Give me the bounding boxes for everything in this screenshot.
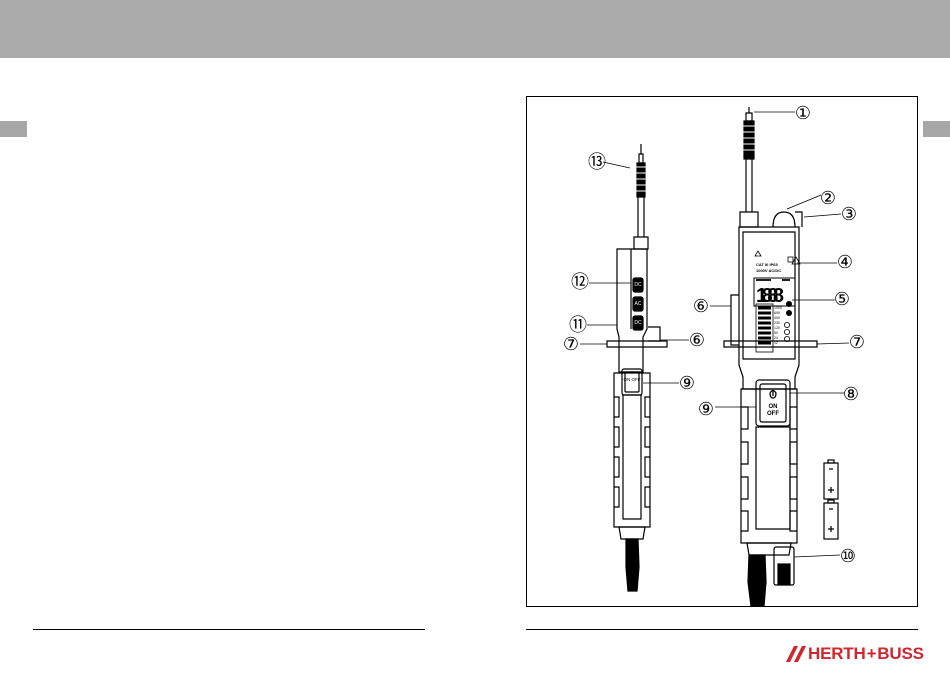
btn-dc-minus-label: DC bbox=[634, 320, 642, 326]
side-view-tester: DC AC DC ON OFF bbox=[607, 144, 667, 591]
callout-8: ⑧ bbox=[843, 384, 859, 404]
front-probe-grip bbox=[743, 121, 755, 159]
side-tab-left bbox=[0, 121, 27, 137]
callout-12: ⑫ bbox=[571, 272, 589, 292]
side-probe-shaft bbox=[638, 197, 644, 237]
battery-cover-plug bbox=[774, 547, 794, 585]
side-neck bbox=[634, 237, 648, 249]
btn-dc-plus-label: DC bbox=[634, 282, 642, 288]
side-probe-grip bbox=[636, 163, 646, 197]
scale-690: 690 bbox=[774, 311, 780, 315]
front-clip bbox=[731, 295, 739, 345]
side-buttons: DC AC DC bbox=[633, 278, 643, 330]
callout-10: ⑩ bbox=[840, 546, 856, 566]
brand-name-part2: BUSS bbox=[877, 644, 923, 663]
btn-ac-label: AC bbox=[635, 301, 642, 307]
callout-6-front: ⑥ bbox=[693, 296, 709, 316]
front-side-probe bbox=[795, 212, 802, 227]
scale-400: 400 bbox=[774, 316, 780, 320]
scale-120: 120 bbox=[774, 326, 780, 330]
cat-rating-text: CAT III IP65 bbox=[756, 262, 778, 267]
led-bar-graph: 1000 690 400 230 120 50 24 12 bbox=[756, 304, 790, 352]
callout-9-front: ⑨ bbox=[698, 399, 714, 419]
side-cable bbox=[626, 539, 639, 591]
side-crossbar bbox=[607, 341, 667, 347]
callout-leaders bbox=[580, 112, 849, 557]
scale-50: 50 bbox=[774, 331, 778, 335]
front-warning-area: CAT III IP65 1000V AC/DC bbox=[755, 251, 800, 273]
front-on-off-button: ON OFF bbox=[756, 380, 790, 426]
voltage-tester-figure: DC AC DC ON OFF bbox=[526, 96, 918, 607]
front-lamp bbox=[773, 212, 795, 227]
side-on-off-label: ON OFF bbox=[624, 377, 641, 382]
brand-mark-icon bbox=[786, 646, 806, 662]
callout-4: ④ bbox=[837, 252, 853, 272]
side-probe-tip bbox=[639, 144, 643, 163]
callout-5: ⑤ bbox=[834, 289, 850, 309]
side-cable-boot bbox=[619, 527, 645, 539]
callout-2: ② bbox=[820, 188, 836, 208]
front-cable-boot bbox=[747, 543, 791, 555]
callout-6-side: ⑥ bbox=[689, 330, 705, 350]
header-bar bbox=[0, 0, 950, 58]
brand-separator: + bbox=[867, 644, 877, 663]
side-clip bbox=[648, 327, 660, 341]
brand-name: HERTH+BUSS bbox=[808, 644, 924, 664]
footer-rule-right bbox=[526, 629, 918, 630]
on-label: ON bbox=[769, 404, 778, 410]
callout-3: ③ bbox=[841, 204, 857, 224]
brand-name-part1: HERTH bbox=[808, 644, 866, 663]
callout-11: ⑪ bbox=[569, 315, 587, 335]
callout-13: ⑬ bbox=[588, 152, 606, 172]
scale-1000: 1000 bbox=[774, 306, 782, 310]
side-tab-right bbox=[923, 121, 950, 137]
callout-9-side: ⑨ bbox=[679, 373, 695, 393]
callout-7-front: ⑦ bbox=[849, 332, 865, 352]
callout-7-side: ⑦ bbox=[563, 334, 579, 354]
front-cable bbox=[748, 555, 766, 606]
front-probe-tip bbox=[746, 107, 752, 121]
off-label: OFF bbox=[767, 411, 779, 417]
batteries bbox=[824, 460, 838, 539]
scale-230: 230 bbox=[774, 321, 780, 325]
voltage-rating-text: 1000V AC/DC bbox=[756, 268, 781, 273]
front-probe-shaft bbox=[746, 159, 752, 212]
callout-numbers: ① ② ③ ④ ⑤ ⑥ ⑥ ⑦ ⑦ ⑧ ⑨ ⑨ ⑩ ⑪ ⑫ ⑬ bbox=[563, 103, 865, 566]
footer-rule-left bbox=[33, 629, 425, 630]
front-neck bbox=[740, 212, 758, 227]
scale-24: 24 bbox=[774, 336, 778, 340]
herth-buss-logo: HERTH+BUSS bbox=[786, 644, 918, 664]
front-view-tester: CAT III IP65 1000V AC/DC 1888 1000 690 4… bbox=[724, 107, 817, 606]
callout-1: ① bbox=[795, 103, 811, 123]
